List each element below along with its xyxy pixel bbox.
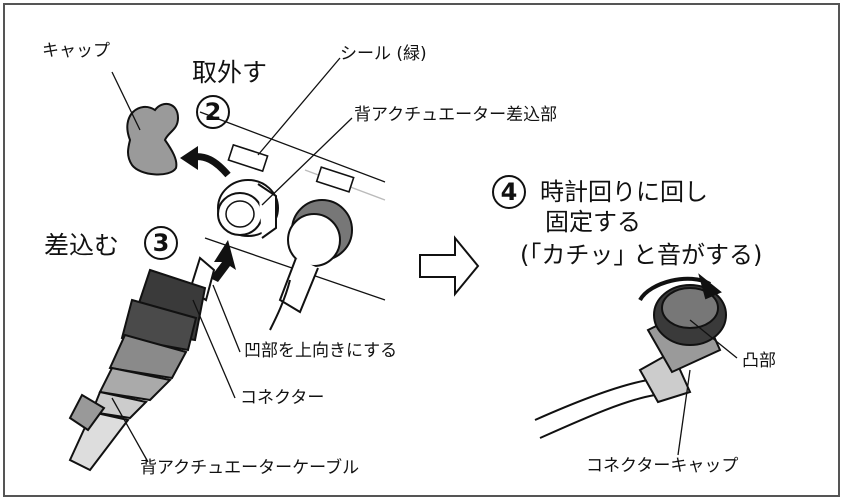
protrusion-label: 凸部 xyxy=(742,351,776,371)
actuator-port-label: 背アクチュエーター差込部 xyxy=(354,105,558,125)
rotate-instruction-line1: 時計回りに回し xyxy=(540,178,708,206)
step-2-number: 2 xyxy=(196,95,230,129)
seal-sticker-2 xyxy=(315,166,355,193)
diagram-frame xyxy=(3,3,840,497)
connector-assembly xyxy=(68,256,216,472)
rotate-instruction-line3: (｢カチッ｣ と音がする) xyxy=(520,241,763,269)
cap-label: キャップ xyxy=(42,41,110,61)
step-3-badge: 3 xyxy=(144,226,178,260)
step-4-badge: 4 xyxy=(492,175,526,209)
step-4-number: 4 xyxy=(492,175,526,209)
remove-arrow-head xyxy=(180,146,198,170)
hollow-right-arrow-icon xyxy=(419,235,480,297)
step-2-badge: 2 xyxy=(196,95,230,129)
rotate-arrow-head xyxy=(698,273,722,300)
leader-lines xyxy=(111,57,738,463)
connector-cap-label: コネクターキャップ xyxy=(586,456,739,476)
connector-cap-rotated xyxy=(534,273,727,439)
second-port-connector xyxy=(269,199,353,331)
connector-label: コネクター xyxy=(240,388,325,408)
recess-up-label: 凹部を上向きにする xyxy=(244,341,398,361)
actuator-cable-label: 背アクチュエーターケーブル xyxy=(140,458,360,478)
actuator-port xyxy=(217,179,279,239)
seal-sticker xyxy=(227,143,269,173)
cap-shape xyxy=(126,102,180,176)
insert-arrow xyxy=(210,240,236,282)
remove-label: 取外す xyxy=(192,58,268,87)
step-3-number: 3 xyxy=(144,226,178,260)
seal-label: シール (緑) xyxy=(340,44,427,64)
insert-label: 差込む xyxy=(44,231,120,260)
rotate-instruction-line2: 固定する xyxy=(545,208,641,236)
